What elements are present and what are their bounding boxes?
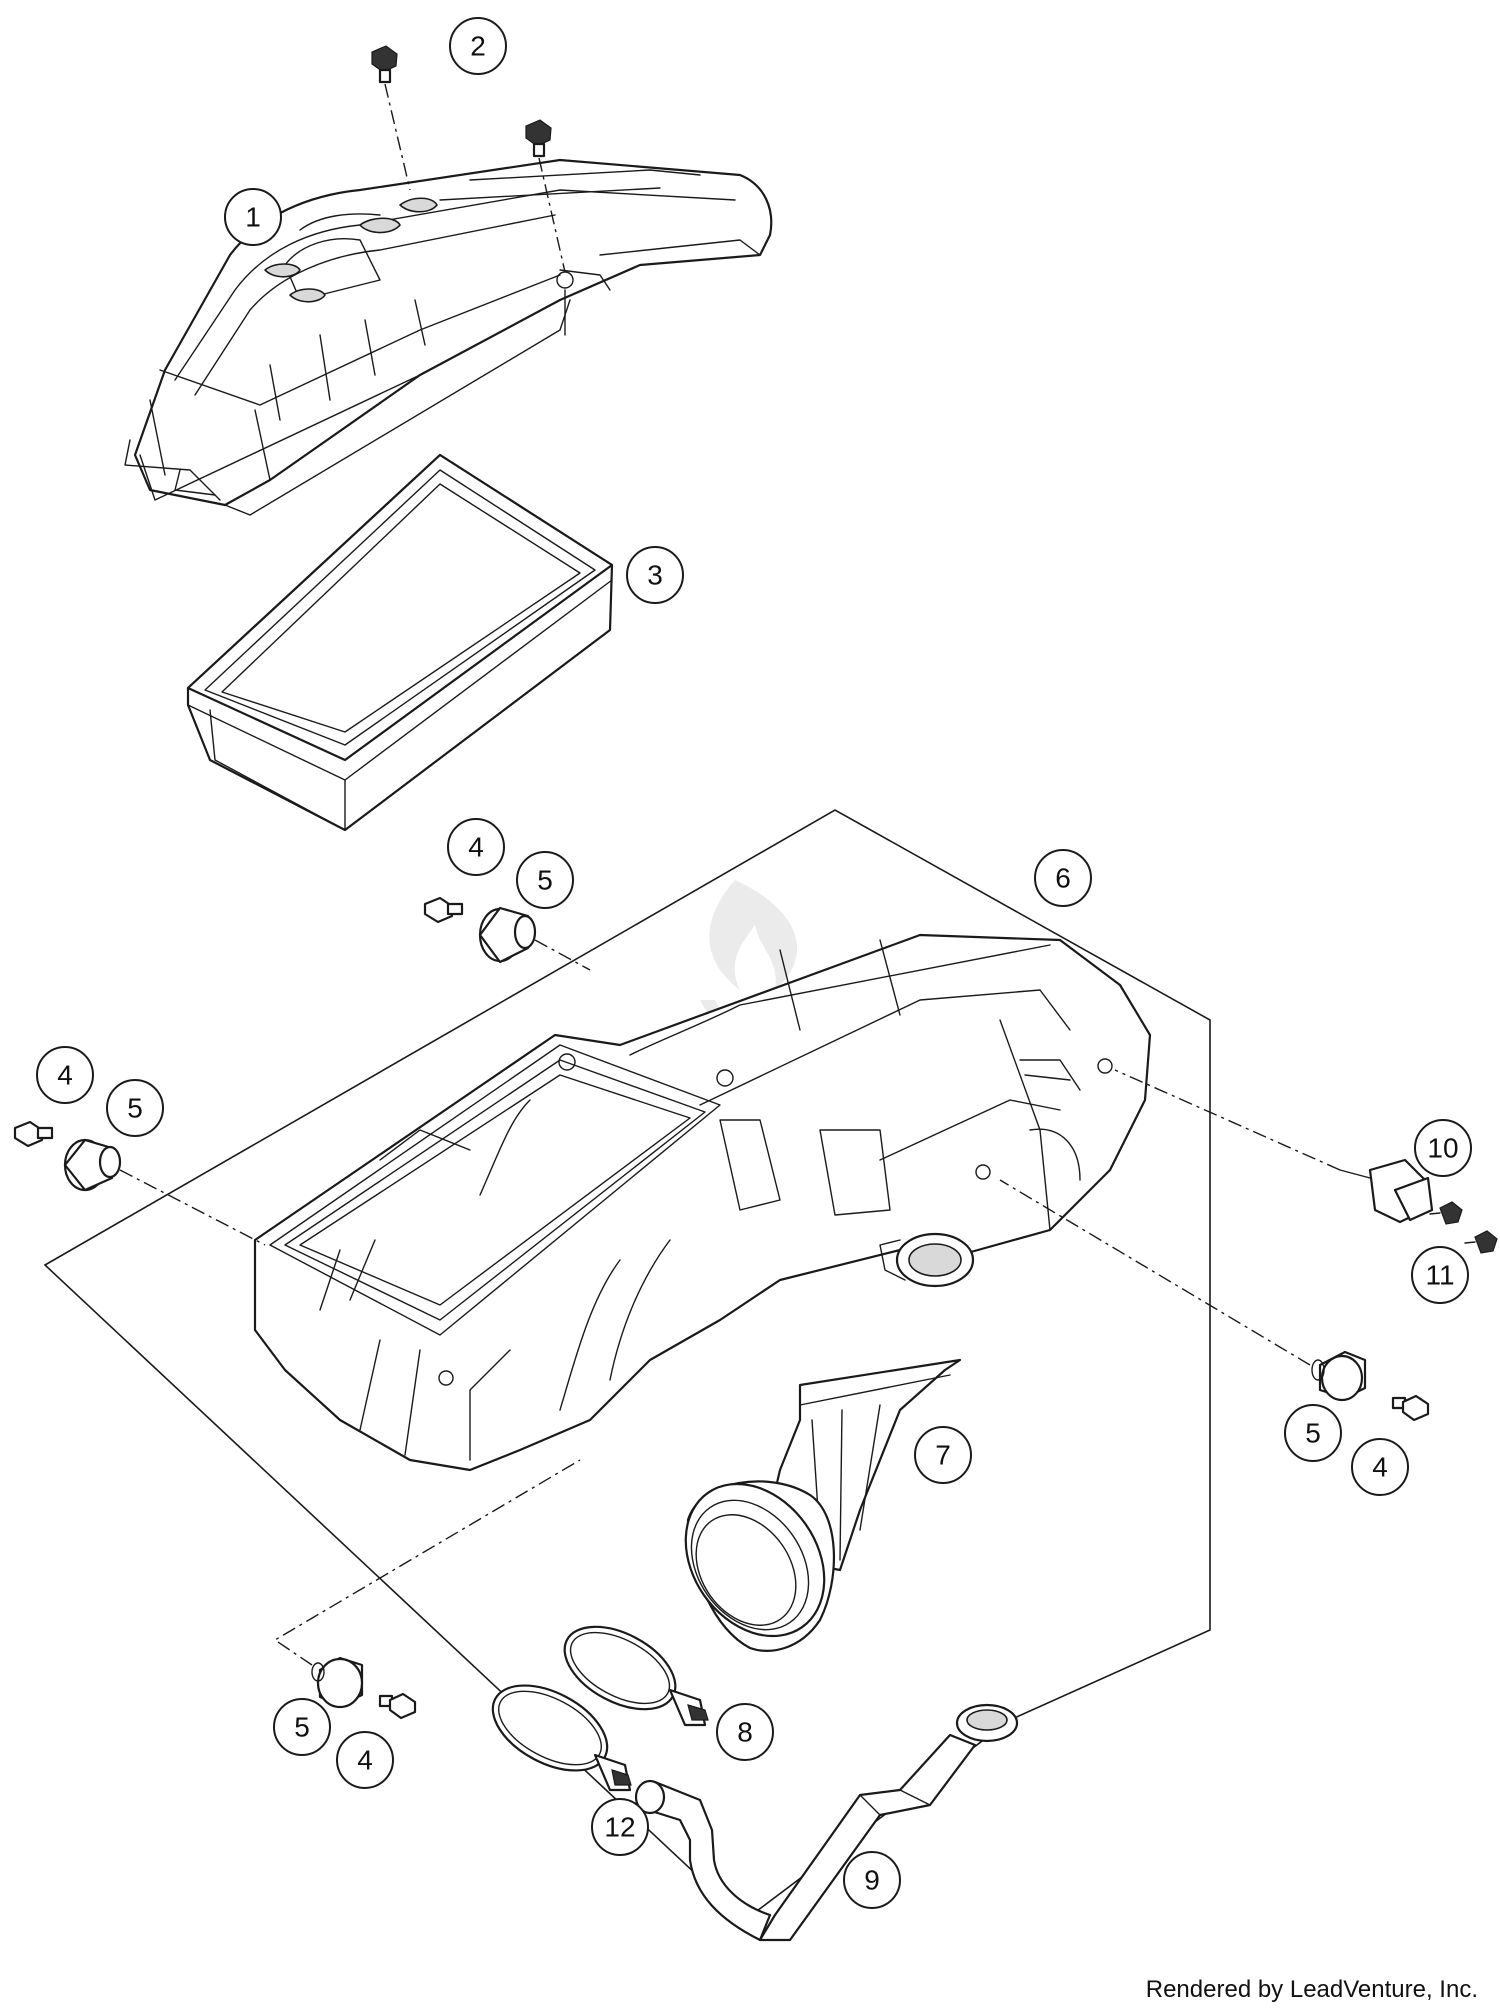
drain-hose-part-9: [634, 1703, 1019, 1942]
svg-text:4: 4: [468, 832, 484, 863]
callout-4-left: 4: [36, 1046, 94, 1104]
svg-text:9: 9: [864, 1865, 880, 1896]
callout-5-top: 5: [516, 851, 574, 909]
callout-1: 1: [224, 188, 282, 246]
svg-text:6: 6: [1055, 863, 1071, 894]
callout-3: 3: [626, 546, 684, 604]
air-filter-box-part-6: [253, 933, 1152, 1472]
hose-clamp-part-12: [491, 1684, 632, 1792]
svg-text:7: 7: [935, 1440, 951, 1471]
callout-5-bottom: 5: [273, 1698, 331, 1756]
svg-text:2: 2: [470, 31, 486, 62]
svg-text:8: 8: [737, 1717, 753, 1748]
svg-text:4: 4: [1372, 1452, 1388, 1483]
callout-4-bottom: 4: [336, 1731, 394, 1789]
callout-8: 8: [716, 1703, 774, 1761]
callout-5-left: 5: [106, 1079, 164, 1137]
svg-text:10: 10: [1427, 1133, 1458, 1164]
svg-text:5: 5: [294, 1712, 310, 1743]
callout-6: 6: [1034, 849, 1092, 907]
grommet-part-5-left: [63, 1138, 266, 1246]
air-filter-part-3: [186, 453, 614, 832]
bolt-part-4-top: [423, 896, 464, 924]
credit-text: Rendered by LeadVenture, Inc.: [1145, 1976, 1478, 2003]
callout-5-right: 5: [1284, 1404, 1342, 1462]
svg-text:5: 5: [537, 865, 553, 896]
callout-4-right: 4: [1351, 1438, 1409, 1496]
callout-2: 2: [449, 17, 507, 75]
bolt-part-4-bottom: [378, 1692, 417, 1720]
hose-clamp-part-8: [563, 1625, 709, 1727]
svg-text:5: 5: [1305, 1418, 1321, 1449]
screw-part-2: [371, 45, 566, 273]
callout-12: 12: [591, 1798, 649, 1856]
grommet-part-5-top: [478, 906, 591, 971]
air-box-cover-part-1: [124, 158, 773, 516]
sensor-part-10: [1114, 1069, 1434, 1224]
svg-text:11: 11: [1425, 1260, 1454, 1291]
callout-11: 11: [1411, 1246, 1469, 1304]
callout-7: 7: [914, 1426, 972, 1484]
callout-4-top: 4: [447, 818, 505, 876]
callout-9: 9: [843, 1851, 901, 1909]
svg-text:4: 4: [357, 1745, 373, 1776]
grommet-part-5-bottom: [273, 1459, 581, 1709]
bolt-part-4-left: [13, 1120, 54, 1148]
svg-text:4: 4: [57, 1060, 73, 1091]
bolt-part-4-right: [1391, 1394, 1430, 1422]
grommet-part-5-right: [999, 1179, 1367, 1402]
svg-text:1: 1: [245, 202, 261, 233]
callout-10: 10: [1414, 1119, 1472, 1177]
svg-text:3: 3: [647, 560, 663, 591]
svg-text:12: 12: [604, 1812, 635, 1843]
svg-text:5: 5: [127, 1093, 143, 1124]
screw-part-11: [1429, 1201, 1498, 1254]
intake-boot-part-7: [684, 1358, 962, 1652]
